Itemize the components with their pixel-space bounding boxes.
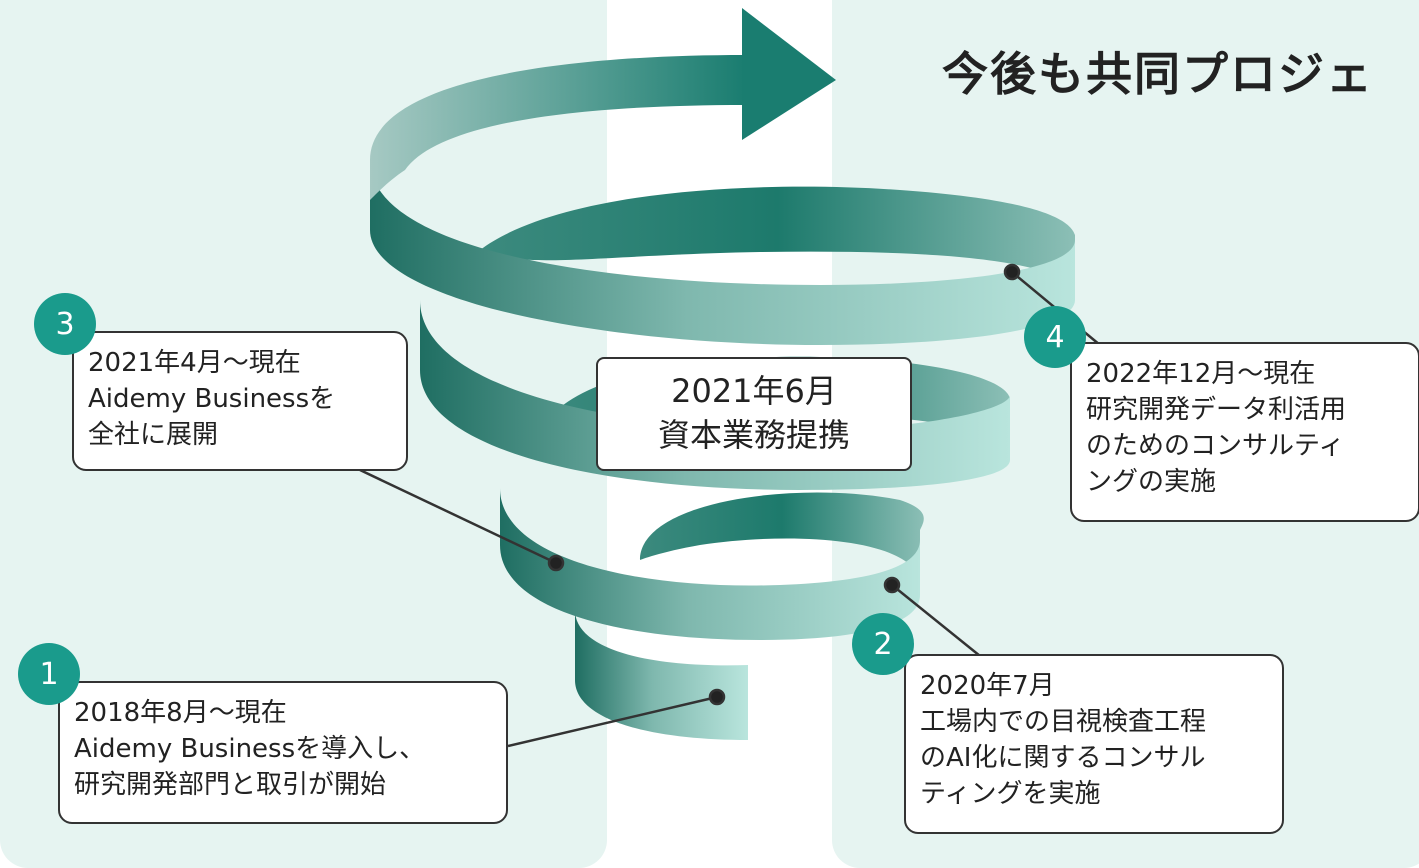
milestone-2-line: のAI化に関するコンサル [920, 743, 1206, 773]
milestone-3-line: 2021年4月～現在 [88, 348, 301, 378]
milestone-1-box: 2018年8月～現在 Aidemy Businessを導入し、 研究開発部門と取… [58, 681, 508, 824]
milestone-2-line: 工場内での目視検査工程 [920, 707, 1207, 737]
center-text: 資本業務提携 [657, 416, 850, 454]
milestone-4-line: 2022年12月～現在 [1086, 359, 1316, 389]
milestone-1-line: 研究開発部門と取引が開始 [74, 770, 387, 800]
milestone-4-badge: 4 [1024, 306, 1086, 368]
milestone-3-line: 全社に展開 [88, 420, 219, 450]
milestone-2-line: ティングを実施 [920, 779, 1101, 809]
milestone-2-line: 2020年7月 [920, 671, 1055, 701]
milestone-1-badge: 1 [18, 643, 80, 705]
capital-alliance-label: 2021年6月 資本業務提携 [596, 357, 912, 471]
milestone-4-line: ングの実施 [1086, 467, 1217, 497]
milestone-4-box: 2022年12月～現在 研究開発データ利活用 のためのコンサルティ ングの実施 [1070, 342, 1419, 522]
milestone-4-line: 研究開発データ利活用 [1086, 395, 1347, 425]
milestone-3-line: Aidemy Businessを [88, 384, 336, 414]
center-date: 2021年6月 [671, 372, 837, 410]
milestone-2-box: 2020年7月 工場内での目視検査工程 のAI化に関するコンサル ティングを実施 [904, 654, 1284, 834]
milestone-4-line: のためのコンサルティ [1086, 431, 1345, 461]
milestone-3-badge: 3 [34, 293, 96, 355]
milestone-2-badge: 2 [852, 613, 914, 675]
milestone-3-box: 2021年4月～現在 Aidemy Businessを 全社に展開 [72, 331, 408, 471]
milestone-1-line: 2018年8月～現在 [74, 698, 287, 728]
milestone-1-line: Aidemy Businessを導入し、 [74, 734, 426, 764]
page-title: 今後も共同プロジェ [942, 47, 1374, 101]
